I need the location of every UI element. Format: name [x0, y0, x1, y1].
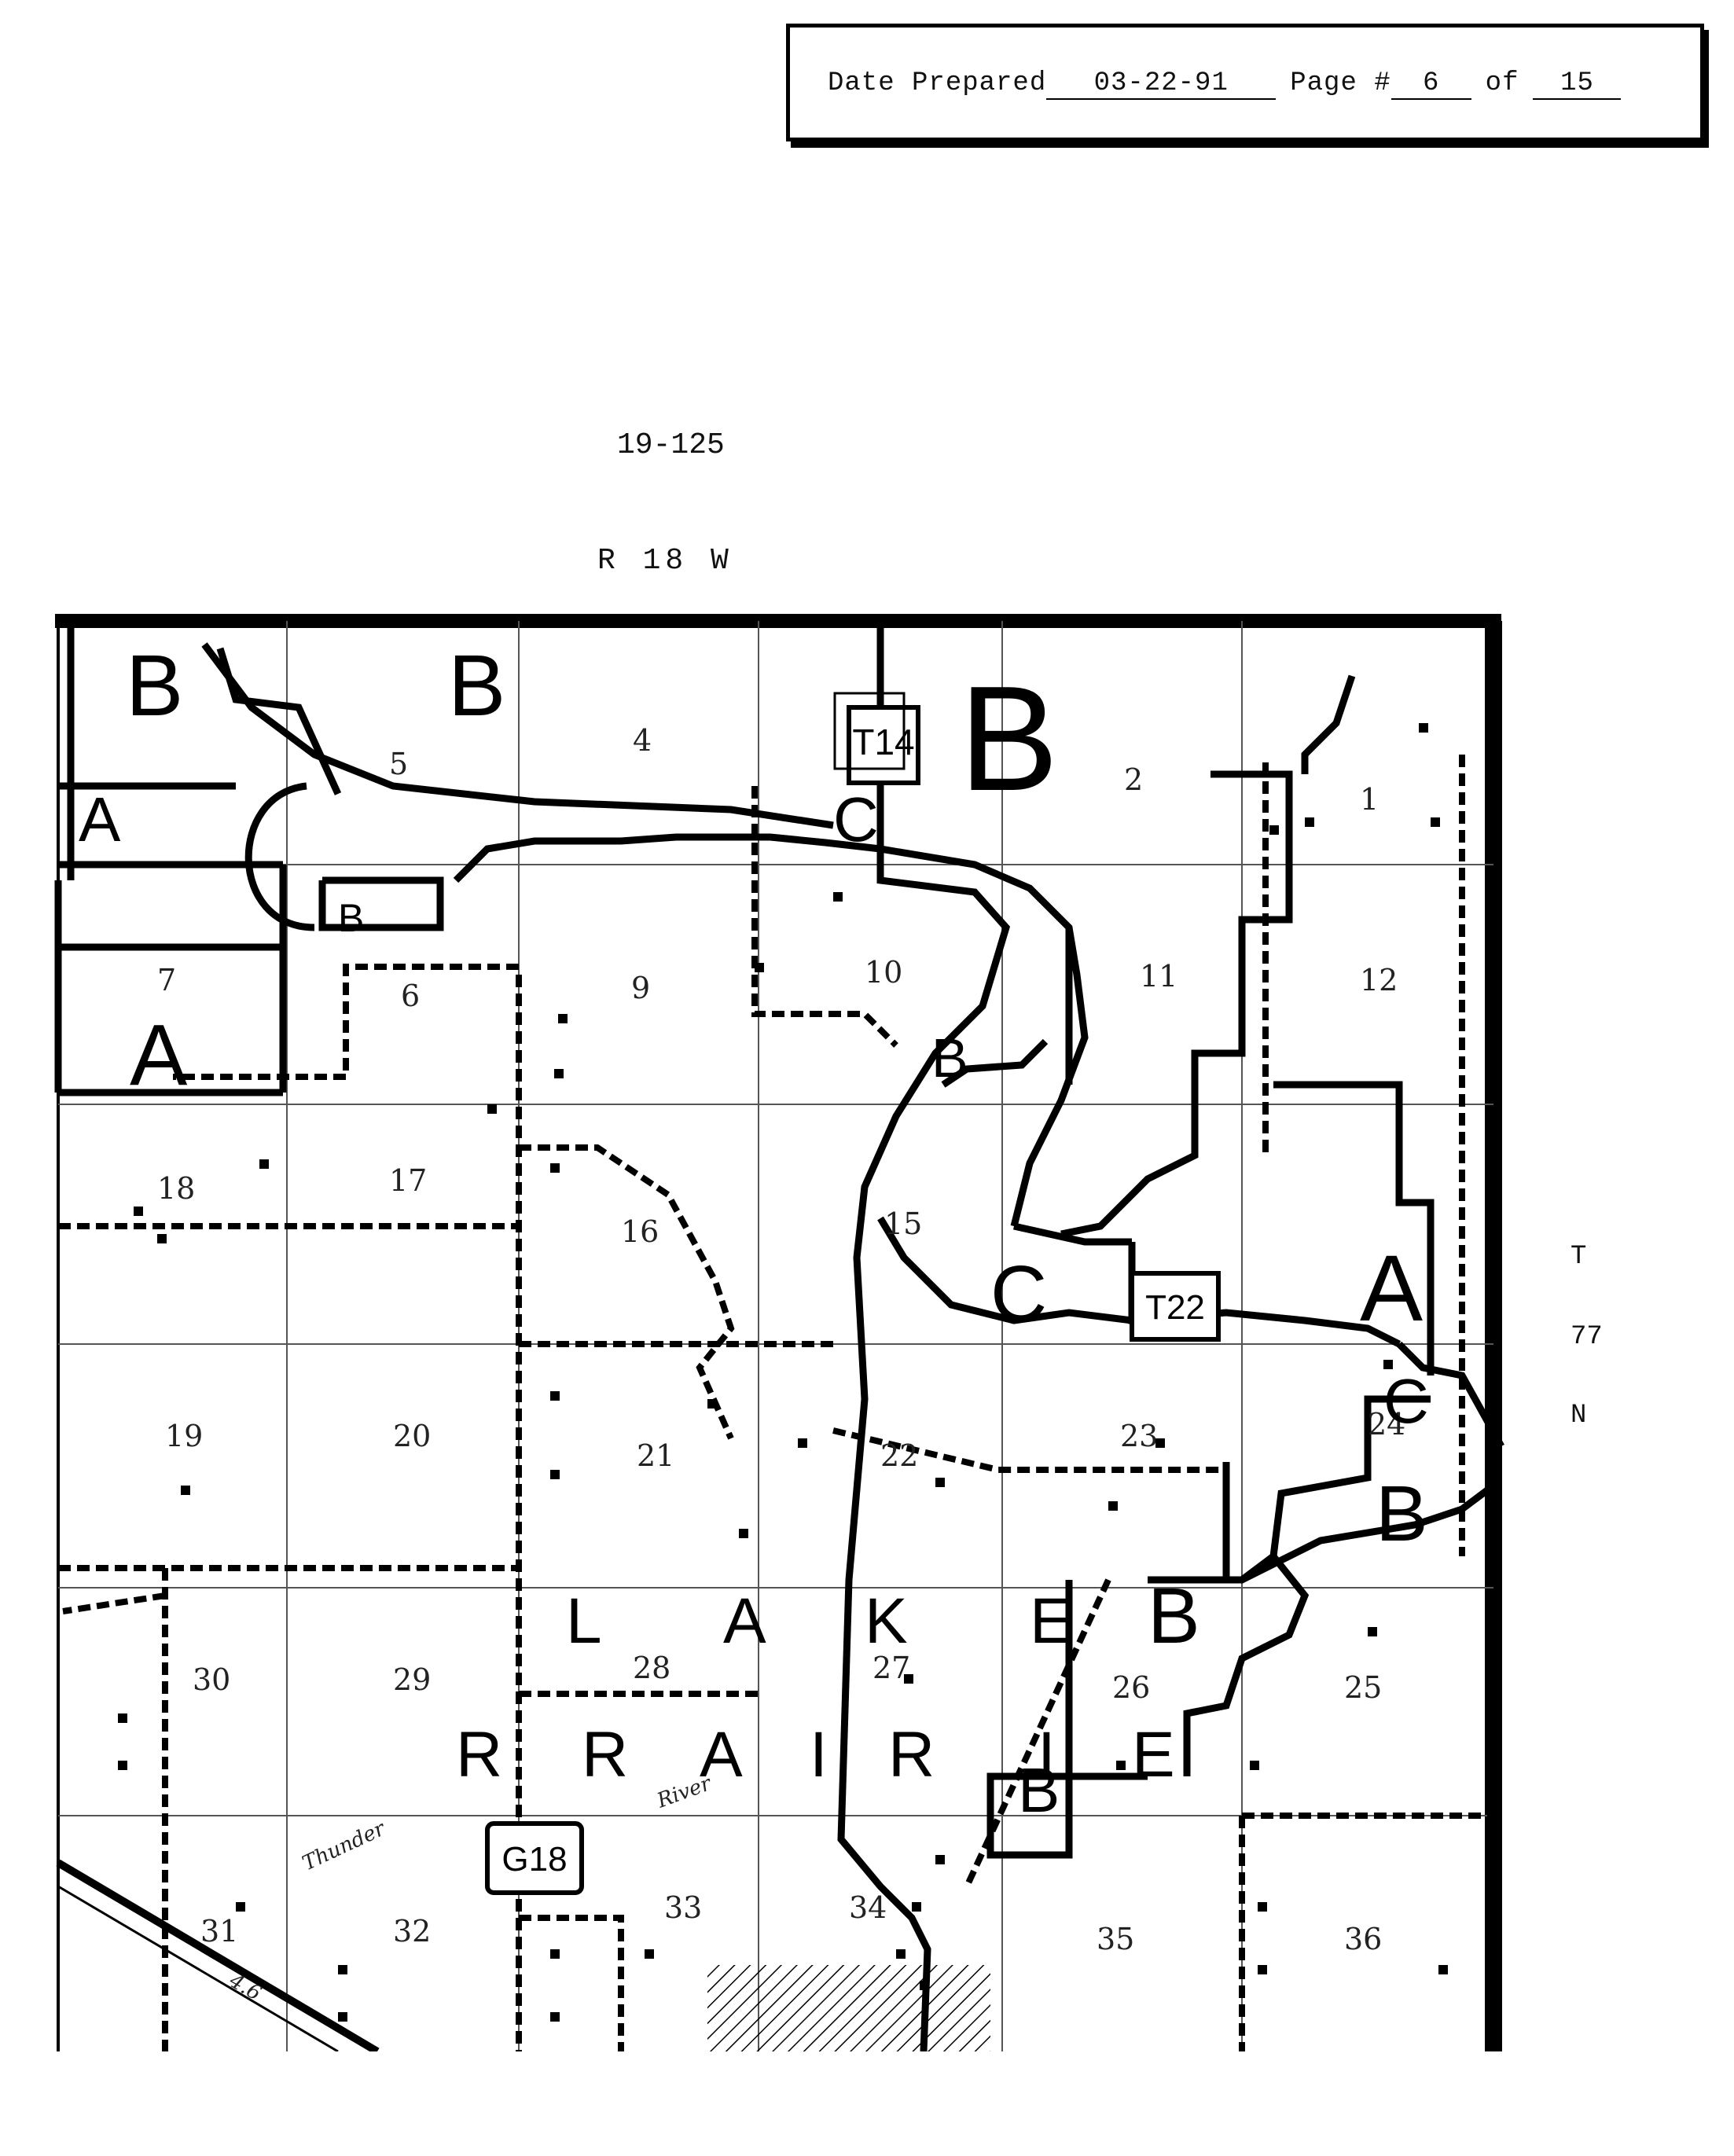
section-number: 11: [1140, 959, 1177, 994]
zone-label: A: [1360, 1236, 1423, 1341]
section-number: 25: [1344, 1670, 1382, 1705]
place-letter: A: [723, 1585, 766, 1657]
section-number: 4: [633, 723, 652, 758]
township-name-prairie: R R A I R I E: [456, 1719, 1175, 1791]
section-number: 2: [1124, 762, 1143, 797]
zone-label: A: [130, 1007, 188, 1104]
section-number: 24: [1368, 1407, 1405, 1442]
zone-label: B: [1148, 1572, 1200, 1660]
section-number: 19: [165, 1419, 203, 1453]
zone-label: C: [833, 784, 879, 854]
svg-text:T22: T22: [1145, 1288, 1205, 1327]
zone-boundaries: [54, 621, 1504, 2051]
place-letter: I: [1038, 1719, 1056, 1791]
section-number: 26: [1112, 1670, 1150, 1705]
township-map: T14 T22 G18 1 2 4 5 6 7 9 10 11 12 15 16…: [54, 614, 1504, 2051]
section-number: 32: [393, 1914, 431, 1948]
zone-c-arc: [244, 782, 315, 931]
section-number: 17: [389, 1163, 427, 1198]
zone-label: C: [1383, 1366, 1429, 1436]
hatched-town-area: [707, 1965, 990, 2051]
zone-label: B: [448, 637, 505, 734]
route-shield-t22: T22: [1130, 1271, 1221, 1342]
township-number: 77: [1571, 1322, 1603, 1352]
section-number: 34: [849, 1890, 887, 1925]
place-letter: R: [456, 1719, 502, 1791]
section-number: 21: [637, 1438, 674, 1473]
svg-text:G18: G18: [501, 1840, 567, 1879]
place-letter: A: [700, 1719, 743, 1791]
place-letter: K: [865, 1585, 908, 1657]
section-numbers: 1 2 4 5 6 7 9 10 11 12 15 16 17 18 19 20…: [157, 723, 1405, 1956]
place-letter: E: [1132, 1719, 1175, 1791]
zone-label: B: [931, 1027, 968, 1089]
page-label: Page #: [1290, 68, 1391, 98]
zone-label: C: [990, 1250, 1047, 1338]
document-code: 19-125: [617, 428, 725, 462]
section-number: 35: [1097, 1922, 1134, 1956]
section-number: 23: [1120, 1419, 1158, 1453]
section-number: 36: [1344, 1922, 1382, 1956]
section-number: 29: [393, 1662, 431, 1697]
place-letter: R: [582, 1719, 628, 1791]
section-number: 18: [157, 1171, 195, 1206]
page-value: 6: [1391, 68, 1471, 100]
section-number: 1: [1360, 782, 1379, 817]
section-number: 16: [621, 1214, 659, 1249]
section-number: 31: [200, 1914, 238, 1948]
section-number: 33: [664, 1890, 702, 1925]
date-label: Date Prepared: [828, 68, 1047, 98]
section-number: 20: [393, 1419, 431, 1453]
section-number: 30: [193, 1662, 230, 1697]
township-direction: N: [1571, 1401, 1587, 1431]
zone-labels: B B B A C B A B C A C B B B: [79, 637, 1429, 1825]
place-letter: E: [1030, 1585, 1073, 1657]
date-value: 03-22-91: [1046, 68, 1277, 100]
zone-label: B: [1018, 1755, 1060, 1825]
road-number: 4.6: [225, 1969, 266, 2006]
zone-label: B: [1376, 1470, 1428, 1558]
section-number: 9: [631, 971, 650, 1005]
of-label: of: [1485, 68, 1519, 98]
zone-label: A: [79, 784, 121, 854]
section-number: 5: [389, 747, 408, 781]
section-number: 28: [633, 1651, 670, 1685]
zone-label: B: [959, 656, 1059, 822]
section-number: 15: [884, 1207, 922, 1241]
building-markers: [118, 723, 1448, 2022]
section-number: 22: [880, 1438, 918, 1473]
section-number: 7: [157, 963, 176, 997]
section-number: 6: [401, 979, 420, 1013]
place-letter: I: [810, 1719, 828, 1791]
railroad: [56, 1859, 380, 2051]
total-pages: 15: [1533, 68, 1622, 100]
route-shield-t14: T14: [833, 692, 920, 785]
zone-label: B: [126, 637, 183, 734]
place-letter: L: [566, 1585, 602, 1657]
zone-label: B: [338, 896, 364, 940]
township-letter: T: [1571, 1242, 1587, 1272]
place-letter: R: [888, 1719, 935, 1791]
route-shield-g18: G18: [485, 1821, 584, 1895]
section-number: 12: [1360, 963, 1398, 997]
river-name: River: [653, 1772, 715, 1813]
township-name-lake: L A K E: [566, 1585, 1073, 1657]
river-name: Thunder: [299, 1816, 390, 1875]
range-label: R 18 W: [597, 544, 733, 578]
svg-text:T14: T14: [852, 722, 914, 762]
section-number: 10: [865, 955, 902, 990]
